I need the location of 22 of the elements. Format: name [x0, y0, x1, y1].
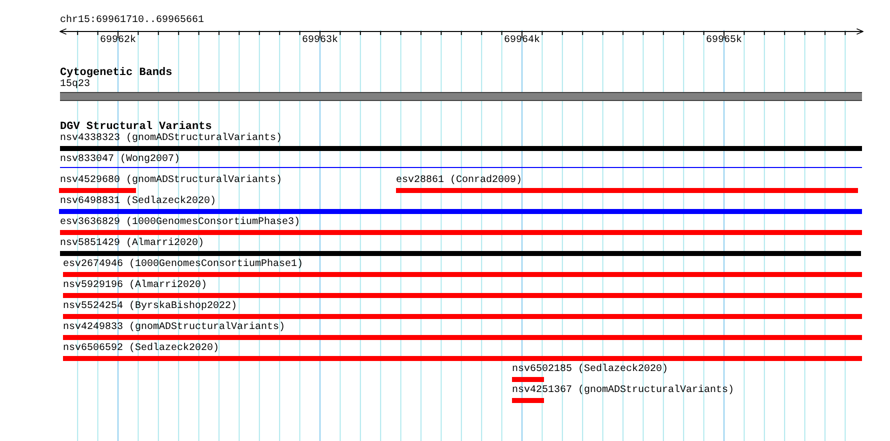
variant-label: esv2674946 (1000GenomesConsortiumPhase1): [63, 259, 304, 270]
variant-label: esv3636829 (1000GenomesConsortiumPhase3): [60, 217, 300, 228]
variant-label: nsv4249833 (gnomADStructuralVariants): [63, 322, 286, 333]
tick-label: 69965k: [706, 35, 742, 46]
track-title: Cytogenetic Bands: [60, 68, 172, 79]
tick-label: 69963k: [302, 35, 338, 46]
tick-label: 69964k: [504, 35, 540, 46]
location-label: chr15:69961710..69965661: [60, 15, 204, 26]
variant-label: nsv6498831 (Sedlazeck2020): [60, 196, 216, 207]
variant-label: esv28861 (Conrad2009): [396, 175, 522, 186]
variant-label: nsv5929196 (Almarri2020): [63, 280, 208, 291]
track-title: DGV Structural Variants: [60, 122, 212, 133]
variant-label: nsv833047 (Wong2007): [60, 154, 180, 165]
variant-label: nsv6502185 (Sedlazeck2020): [512, 364, 668, 375]
variant-label: nsv5524254 (ByrskaBishop2022): [63, 301, 238, 312]
variant-label: nsv6506592 (Sedlazeck2020): [63, 343, 220, 354]
variant-label: nsv4338323 (gnomADStructuralVariants): [60, 133, 282, 144]
band-label: 15q23: [60, 79, 90, 90]
tick-label: 69962k: [100, 35, 136, 46]
variant-label: nsv4529680 (gnomADStructuralVariants): [60, 175, 282, 186]
variant-label: nsv5851429 (Almarri2020): [60, 238, 204, 249]
variant-label: nsv4251367 (gnomADStructuralVariants): [512, 385, 734, 396]
